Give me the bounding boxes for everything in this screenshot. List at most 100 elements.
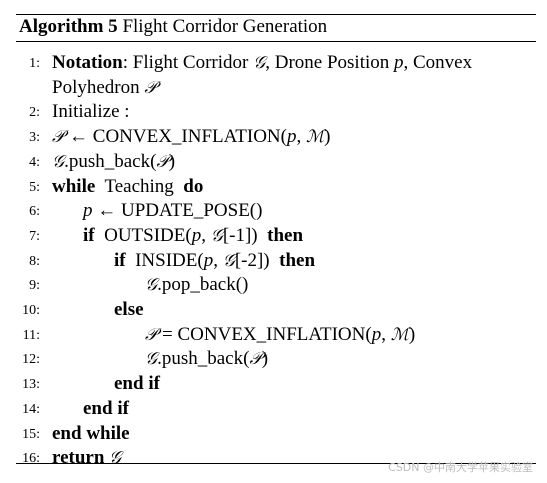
code-text: OUTSIDE(	[94, 224, 192, 246]
code-text: )	[408, 323, 416, 345]
keyword: if	[83, 224, 95, 246]
algorithm-line: 4:𝒢.push_back(𝒫)	[16, 151, 536, 175]
code-text: .push_back(	[157, 348, 250, 370]
algorithm-line: Polyhedron 𝒫	[16, 77, 536, 101]
algorithm-line: 5: while Teaching do	[16, 176, 536, 200]
math-symbol: 𝒫	[52, 127, 65, 148]
line-content: Polyhedron 𝒫	[52, 77, 157, 99]
algorithm-line: 13:end if	[16, 373, 536, 397]
code-text: Initialize :	[52, 101, 130, 123]
line-content: 𝒫 ← CONVEX_INFLATION(p, ℳ)	[52, 126, 330, 148]
code-text: , Convex	[403, 52, 473, 73]
line-number: 5:	[29, 179, 40, 195]
code-text: [-2])	[234, 249, 280, 271]
line-number: 6:	[29, 204, 40, 220]
line-number: 12:	[22, 352, 40, 368]
math-symbol: p	[394, 52, 404, 73]
algorithm-caption: Algorithm 5 Flight Corridor Generation	[19, 16, 327, 38]
algorithm-line: 1: Notation: Flight Corridor 𝒢, Drone Pos…	[16, 52, 536, 76]
line-content: return 𝒢	[52, 447, 121, 469]
code-text: : Flight Corridor	[122, 52, 254, 73]
line-number: 7:	[29, 228, 40, 244]
code-text: ← CONVEX_INFLATION(	[64, 126, 287, 148]
algorithm-title: Flight Corridor Generation	[122, 16, 328, 37]
algorithm-label: Algorithm 5	[19, 16, 118, 37]
top-rule	[16, 14, 536, 15]
algorithm-line: 8: if INSIDE(p, 𝒢[-2]) then	[16, 250, 536, 274]
line-content: end if	[114, 373, 160, 395]
code-text: )	[168, 150, 176, 172]
line-content: end while	[52, 423, 130, 445]
algorithm-line: 16: return 𝒢	[16, 447, 536, 471]
line-number: 15:	[22, 426, 40, 442]
algorithm-line: 11: 𝒫 = CONVEX_INFLATION(p, ℳ)	[16, 324, 536, 348]
code-text: ,	[381, 323, 391, 345]
algorithm-line: 7: if OUTSIDE(p, 𝒢[-1]) then	[16, 225, 536, 249]
watermark: CSDN @中南大学苹果实验室	[388, 461, 533, 474]
math-symbol: 𝒫	[249, 349, 262, 370]
code-text: , Drone Position	[265, 52, 394, 73]
math-symbol: 𝒫	[144, 77, 157, 98]
algorithm-line: 9: 𝒢.pop_back()	[16, 274, 536, 298]
line-content: p ← UPDATE_POSE()	[83, 200, 262, 222]
line-number: 10:	[22, 303, 40, 318]
keyword: while	[52, 175, 96, 197]
line-number: 1:	[29, 56, 40, 71]
line-content: Notation: Flight Corridor 𝒢, Drone Posit…	[52, 52, 472, 74]
keyword: if	[114, 249, 126, 271]
math-symbol: p	[191, 224, 202, 246]
line-number: 2:	[29, 105, 40, 121]
line-content: if INSIDE(p, 𝒢[-2]) then	[114, 250, 315, 272]
math-symbol: 𝒫	[145, 324, 158, 345]
math-symbol: 𝒢	[210, 225, 223, 246]
math-symbol: ℳ	[305, 127, 325, 148]
line-content: 𝒫 = CONVEX_INFLATION(p, ℳ)	[145, 324, 415, 346]
code-text: .pop_back()	[157, 274, 249, 296]
line-content: if OUTSIDE(p, 𝒢[-1]) then	[83, 225, 303, 247]
math-symbol: 𝒢	[145, 349, 158, 370]
line-number: 16:	[22, 451, 40, 467]
keyword: end while	[52, 422, 130, 444]
math-symbol: 𝒢	[109, 448, 122, 469]
line-number: 11:	[22, 327, 40, 343]
line-number: 3:	[29, 130, 40, 146]
caption-rule	[16, 41, 536, 42]
math-symbol: 𝒢	[145, 275, 158, 296]
code-text: )	[324, 126, 331, 148]
line-content: Initialize :	[52, 101, 130, 123]
code-text: = CONVEX_INFLATION(	[157, 323, 372, 345]
code-text: ,	[201, 224, 211, 246]
keyword: then	[279, 249, 316, 271]
algorithm-line: 10: else	[16, 299, 536, 323]
algorithm-line: 6: p ← UPDATE_POSE()	[16, 200, 536, 224]
math-symbol: 𝒢	[222, 250, 235, 271]
keyword: Notation	[52, 52, 123, 73]
algorithm-line: 15: end while	[16, 423, 536, 447]
line-content: 𝒢.push_back(𝒫)	[52, 151, 175, 173]
keyword: do	[183, 175, 204, 197]
algorithm-line: 2: Initialize :	[16, 101, 536, 125]
algorithm-line: 3: 𝒫 ← CONVEX_INFLATION(p, ℳ)	[16, 126, 536, 150]
math-symbol: 𝒫	[156, 151, 169, 172]
math-symbol: p	[83, 200, 93, 222]
keyword: then	[267, 224, 304, 246]
line-number: 8:	[29, 253, 40, 269]
code-text: Polyhedron	[52, 76, 145, 98]
code-text: ← UPDATE_POSE()	[92, 200, 263, 222]
code-text: Teaching	[95, 175, 184, 197]
math-symbol: ℳ	[390, 324, 409, 345]
line-content: 𝒢.pop_back()	[145, 274, 248, 296]
line-content: while Teaching do	[52, 176, 203, 198]
code-text: .push_back(	[64, 150, 157, 172]
bottom-rule	[16, 463, 536, 464]
code-text: ,	[213, 249, 223, 271]
keyword: return	[52, 447, 105, 469]
math-symbol: p	[286, 126, 297, 148]
line-content: end if	[83, 398, 129, 420]
line-number: 9:	[29, 278, 40, 294]
keyword: else	[114, 299, 144, 320]
math-symbol: p	[203, 249, 214, 271]
keyword: end if	[114, 373, 160, 395]
line-content: 𝒢.push_back(𝒫)	[145, 348, 268, 370]
algorithm-line: 14:end if	[16, 398, 536, 422]
